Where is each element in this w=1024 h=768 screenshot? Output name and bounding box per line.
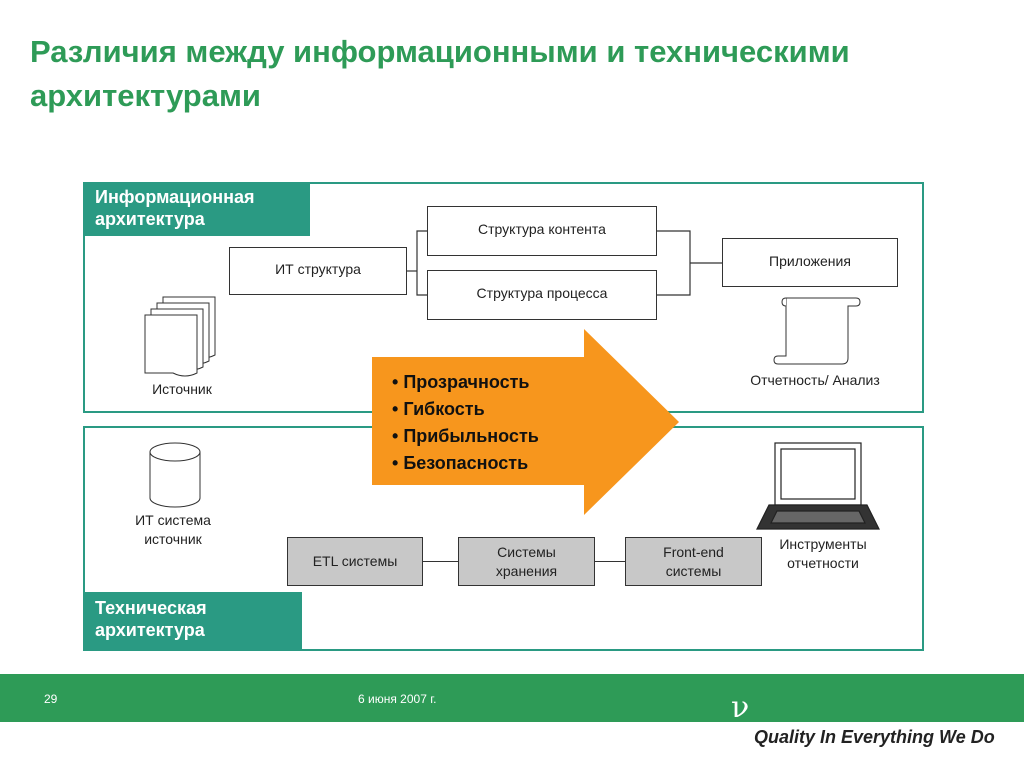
- tech-label-line1: Техническая: [95, 598, 207, 618]
- frontend-box: Front-end системы: [625, 537, 762, 586]
- frontend-line2: системы: [665, 562, 722, 579]
- page-number: 29: [44, 692, 58, 706]
- it-structure-box: ИТ структура: [229, 247, 407, 295]
- tools-line1: Инструменты: [779, 536, 867, 552]
- applications-box: Приложения: [722, 238, 898, 287]
- tools-line2: отчетности: [787, 555, 859, 571]
- benefit-item: Гибкость: [392, 396, 539, 423]
- info-label-line1: Информационная: [95, 187, 255, 207]
- storage-box: Системы хранения: [458, 537, 595, 586]
- source-caption: Источник: [152, 381, 212, 397]
- benefit-item: Прозрачность: [392, 369, 539, 396]
- storage-line2: хранения: [495, 562, 558, 579]
- laptop-icon: [756, 442, 880, 530]
- report-scroll-icon: [773, 297, 861, 365]
- tools-caption: Инструменты отчетности: [758, 535, 888, 573]
- footer-date: 6 июня 2007 г.: [358, 692, 437, 706]
- info-architecture-label: Информационная архитектура: [83, 182, 310, 236]
- process-structure-box: Структура процесса: [427, 270, 657, 320]
- frontend-line1: Front-end: [663, 543, 724, 560]
- benefits-list: Прозрачность Гибкость Прибыльность Безоп…: [392, 369, 539, 477]
- storage-frontend-connector: [594, 561, 625, 562]
- benefit-item: Прибыльность: [392, 423, 539, 450]
- tech-label-line2: архитектура: [95, 620, 205, 640]
- reporting-caption: Отчетность/ Анализ: [750, 372, 880, 388]
- document-stack-icon: [144, 296, 216, 377]
- it-source-caption: ИТ система источник: [118, 511, 228, 549]
- footer-bar: [0, 674, 1024, 722]
- database-icon: [149, 442, 201, 508]
- it-source-line2: источник: [144, 531, 202, 547]
- logo-mark: ν: [731, 690, 750, 725]
- storage-line1: Системы: [497, 543, 556, 560]
- benefit-item: Безопасность: [392, 450, 539, 477]
- info-label-line2: архитектура: [95, 209, 205, 229]
- tech-architecture-label: Техническая архитектура: [83, 592, 302, 650]
- etl-box: ETL системы: [287, 537, 423, 586]
- etl-storage-connector: [422, 561, 458, 562]
- it-source-line1: ИТ система: [135, 512, 211, 528]
- slogan: Quality In Everything We Do: [754, 727, 995, 747]
- page-title: Различия между информационными и техниче…: [30, 34, 850, 113]
- content-structure-box: Структура контента: [427, 206, 657, 256]
